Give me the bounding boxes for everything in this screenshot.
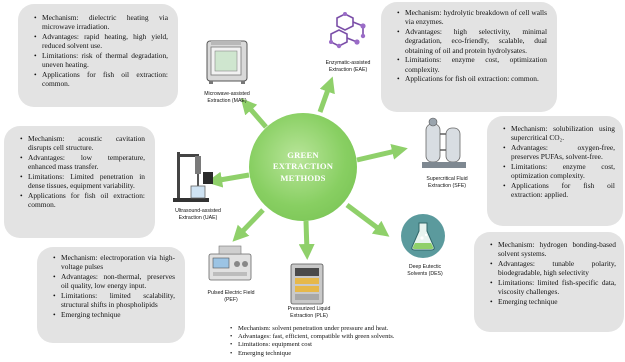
supercritical-fluid-unit-icon xyxy=(422,117,466,168)
des-label: Deep Eutectic Solvents (DES) xyxy=(407,264,443,277)
mae-advantages: Advantages: rapid heating, high yield, r… xyxy=(34,32,168,51)
des-info-box: Mechanism: hydrogen bonding-based solven… xyxy=(474,232,624,332)
uae-advantages: Advantages: low temperature, enhanced ma… xyxy=(20,153,145,172)
ple-limitations: Limitations: equipment cost xyxy=(230,341,468,349)
mae-info-box: Mechanism: dielectric heating via microw… xyxy=(18,4,178,107)
pef-advantages: Advantages: non-thermal, preserves oil q… xyxy=(53,272,175,291)
eae-info-box: Mechanism: hydrolytic breakdown of cell … xyxy=(381,2,557,112)
arrow-to-pef xyxy=(232,208,265,242)
eae-advantages: Advantages: high selectivity, minimal de… xyxy=(397,27,547,55)
sfe-label: Supercritical Fluid Extraction (SFE) xyxy=(426,176,468,189)
sfe-limitations: Limitations: enzyme cost, optimization c… xyxy=(503,162,615,181)
arrow-to-mae xyxy=(240,97,268,129)
eae-label: Enzymatic-assisted Extraction (EAE) xyxy=(325,60,371,73)
pef-label: Pulsed Electric Field (PEF) xyxy=(207,290,255,303)
des-limitations: Limitations: limited fish-specific data,… xyxy=(490,278,616,297)
centre-title: GREEN EXTRACTION METHODS xyxy=(272,149,334,183)
ultrasound-probe-icon xyxy=(173,152,213,202)
pressurized-liquid-extractor-icon xyxy=(290,263,324,305)
pef-info-box: Mechanism: electroporation via high-volt… xyxy=(37,247,185,343)
des-advantages: Advantages: tunable polarity, biodegrada… xyxy=(490,259,616,278)
ple-mechanism: Mechanism: solvent penetration under pre… xyxy=(230,325,468,333)
eae-applications: Applications for fish oil extraction: co… xyxy=(397,74,547,84)
uae-limitations: Limitations: Limited penetration in dens… xyxy=(20,172,145,191)
ple-emerging: Emerging technique xyxy=(230,350,468,358)
sfe-advantages: Advantages: oxygen-free, preserves PUFAs… xyxy=(503,143,615,162)
sfe-info-box: Mechanism: solubilization using supercri… xyxy=(487,116,623,226)
des-emerging: Emerging technique xyxy=(490,297,616,307)
mae-label: Microwave-assisted Extraction (MAE) xyxy=(204,91,250,104)
pulsed-electric-field-device-icon xyxy=(208,245,252,281)
arrow-to-eae xyxy=(317,76,335,113)
pef-emerging: Emerging technique xyxy=(53,310,175,320)
green-extraction-methods-circle: GREEN EXTRACTION METHODS xyxy=(249,113,357,221)
mae-applications: Applications for fish oil extraction: co… xyxy=(34,70,168,89)
des-mechanism: Mechanism: hydrogen bonding-based solven… xyxy=(490,240,616,259)
uae-mechanism: Mechanism: acoustic cavitation disrupts … xyxy=(20,134,145,153)
uae-info-box: Mechanism: acoustic cavitation disrupts … xyxy=(4,126,155,238)
ple-info-list: Mechanism: solvent penetration under pre… xyxy=(228,325,468,358)
ple-label: Pressurized Liquid Extraction (PLE) xyxy=(287,306,331,319)
enzyme-molecule-icon xyxy=(329,12,366,49)
eae-limitations: Limitations: enzyme cost, optimization c… xyxy=(397,55,547,74)
arrow-to-sfe xyxy=(356,144,408,163)
deep-eutectic-solvent-flask-icon xyxy=(401,214,445,258)
microwave-oven-icon xyxy=(206,40,248,84)
pef-mechanism: Mechanism: electroporation via high-volt… xyxy=(53,253,175,272)
mae-mechanism: Mechanism: dielectric heating via microw… xyxy=(34,13,168,32)
uae-applications: Applications for fish oil extraction: co… xyxy=(20,191,145,210)
eae-mechanism: Mechanism: hydrolytic breakdown of cell … xyxy=(397,8,547,27)
ple-advantages: Advantages: fast, efficient, compatible … xyxy=(230,333,468,341)
mae-limitations: Limitations: risk of thermal degradation… xyxy=(34,51,168,70)
arrow-to-des xyxy=(345,203,390,237)
uae-label: Ultrasound-assisted Extraction (UAE) xyxy=(175,208,221,221)
arrow-to-uae xyxy=(206,171,250,188)
sfe-applications: Applications for fish oil extraction: ap… xyxy=(503,181,615,200)
sfe-mechanism: Mechanism: solubilization using supercri… xyxy=(503,124,615,143)
pef-limitations: Limitations: limited scalability, struct… xyxy=(53,291,175,310)
arrow-to-ple xyxy=(298,220,315,260)
